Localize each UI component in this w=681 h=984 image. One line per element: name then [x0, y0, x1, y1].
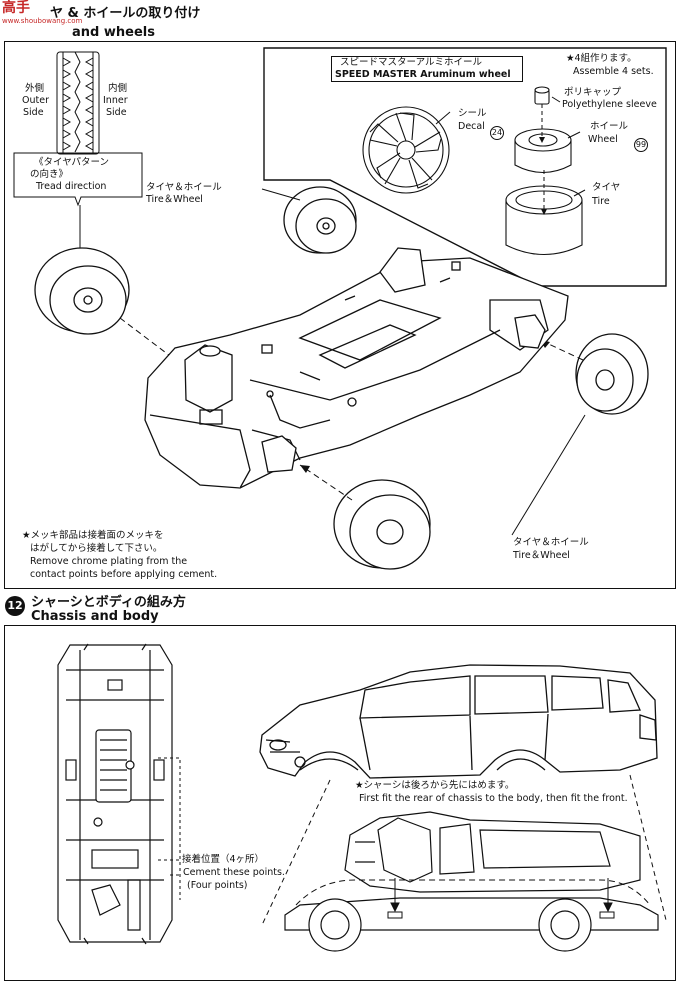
decal-number: 24 — [490, 126, 504, 140]
interior-chassis-shape — [344, 811, 641, 893]
watermark-site-text: www.shoubowang.com — [2, 17, 83, 25]
speed-master-box — [331, 56, 523, 82]
tire-en: Tire — [592, 196, 610, 207]
decal-number-badge: 24 — [490, 120, 504, 140]
outer-side-en1: Outer — [22, 95, 49, 106]
cement-points-en2: (Four points) — [187, 880, 248, 891]
inner-side-jp: 内側 — [108, 83, 128, 94]
speed-master-en: SPEED MASTER Aruminum wheel — [335, 69, 511, 80]
watermark-site: www.shoubowang.com — [2, 17, 82, 25]
tire-wheel-bottom-en: Tire＆Wheel — [513, 550, 570, 561]
chrome-note-jp2: はがしてから接着して下さい。 — [30, 543, 163, 554]
fit-rear-jp: ★シャーシは後ろから先にはめます。 — [355, 780, 515, 791]
tread-pattern-jp2: の向き》 — [30, 169, 69, 180]
chrome-note-en2: contact points before applying cement. — [30, 569, 218, 580]
inner-side-en2: Side — [106, 107, 127, 118]
tire-wheel-bottom-shape — [333, 479, 431, 570]
tire-wheel-bottom-jp: タイヤ＆ホイール — [513, 537, 589, 548]
poly-cap-en: Polyethylene sleeve — [562, 99, 657, 110]
watermark-logo: 高手 — [2, 0, 30, 16]
step12-number: 12 — [7, 599, 23, 612]
tread-pattern-jp1: 《タイヤパターン — [34, 157, 110, 168]
speed-master-jp: スピードマスターアルミホイール — [340, 57, 483, 68]
wheel-number: 99 — [634, 138, 648, 152]
step12-frame — [4, 625, 676, 981]
outer-side-en2: Side — [23, 107, 44, 118]
step11-title-jp: ヤ & ホイールの取り付け — [50, 6, 201, 21]
step11-frame — [4, 41, 676, 589]
tire-wheel-top-jp: タイヤ＆ホイール — [146, 182, 222, 193]
cement-points-en1: Cement these points. — [183, 867, 285, 878]
poly-cap-jp: ポリキャップ — [564, 87, 622, 98]
wheel-number-badge: 99 — [634, 132, 648, 152]
tire-wheel-right-shape — [575, 333, 649, 415]
tire-wheel-top-shape — [283, 186, 357, 254]
assemble-en: Assemble 4 sets. — [573, 66, 654, 77]
step12-title-en: Chassis and body — [31, 609, 159, 624]
seal-jp: シール — [458, 108, 487, 119]
tire-wheel-top-en: Tire＆Wheel — [146, 194, 203, 205]
fit-rear-en: First fit the rear of chassis to the bod… — [359, 793, 628, 804]
cement-points-jp: 接着位置（4ヶ所） — [182, 854, 265, 865]
tire-wheel-left-shape — [34, 247, 130, 335]
tread-tire-icon — [56, 51, 100, 155]
seal-en: Decal — [458, 121, 485, 132]
chrome-note-en1: Remove chrome plating from the — [30, 556, 188, 567]
step12-title-jp: シャーシとボディの組み方 — [31, 595, 186, 610]
inner-side-en1: Inner — [103, 95, 128, 106]
chassis-shape — [144, 247, 569, 489]
chassis-underside-shape — [57, 643, 173, 945]
step12-number-badge: 12 — [5, 596, 25, 616]
tread-direction-en: Tread direction — [36, 181, 107, 192]
wheel-en: Wheel — [588, 134, 618, 145]
car-body-shape — [259, 664, 658, 779]
car-outline-bottom-shape — [284, 897, 659, 952]
poly-cap-shape — [534, 86, 550, 105]
wheel-jp: ホイール — [590, 121, 629, 132]
chrome-note-jp1: ★メッキ部品は接着面のメッキを — [22, 530, 164, 541]
watermark-logo-text: 高手 — [2, 0, 30, 16]
outer-side-jp: 外側 — [25, 83, 45, 94]
tire-jp: タイヤ — [592, 182, 621, 193]
assemble-jp: ★4組作ります。 — [566, 53, 637, 64]
step11-title-en: and wheels — [72, 25, 155, 40]
decal-wheel-shape — [362, 106, 450, 194]
